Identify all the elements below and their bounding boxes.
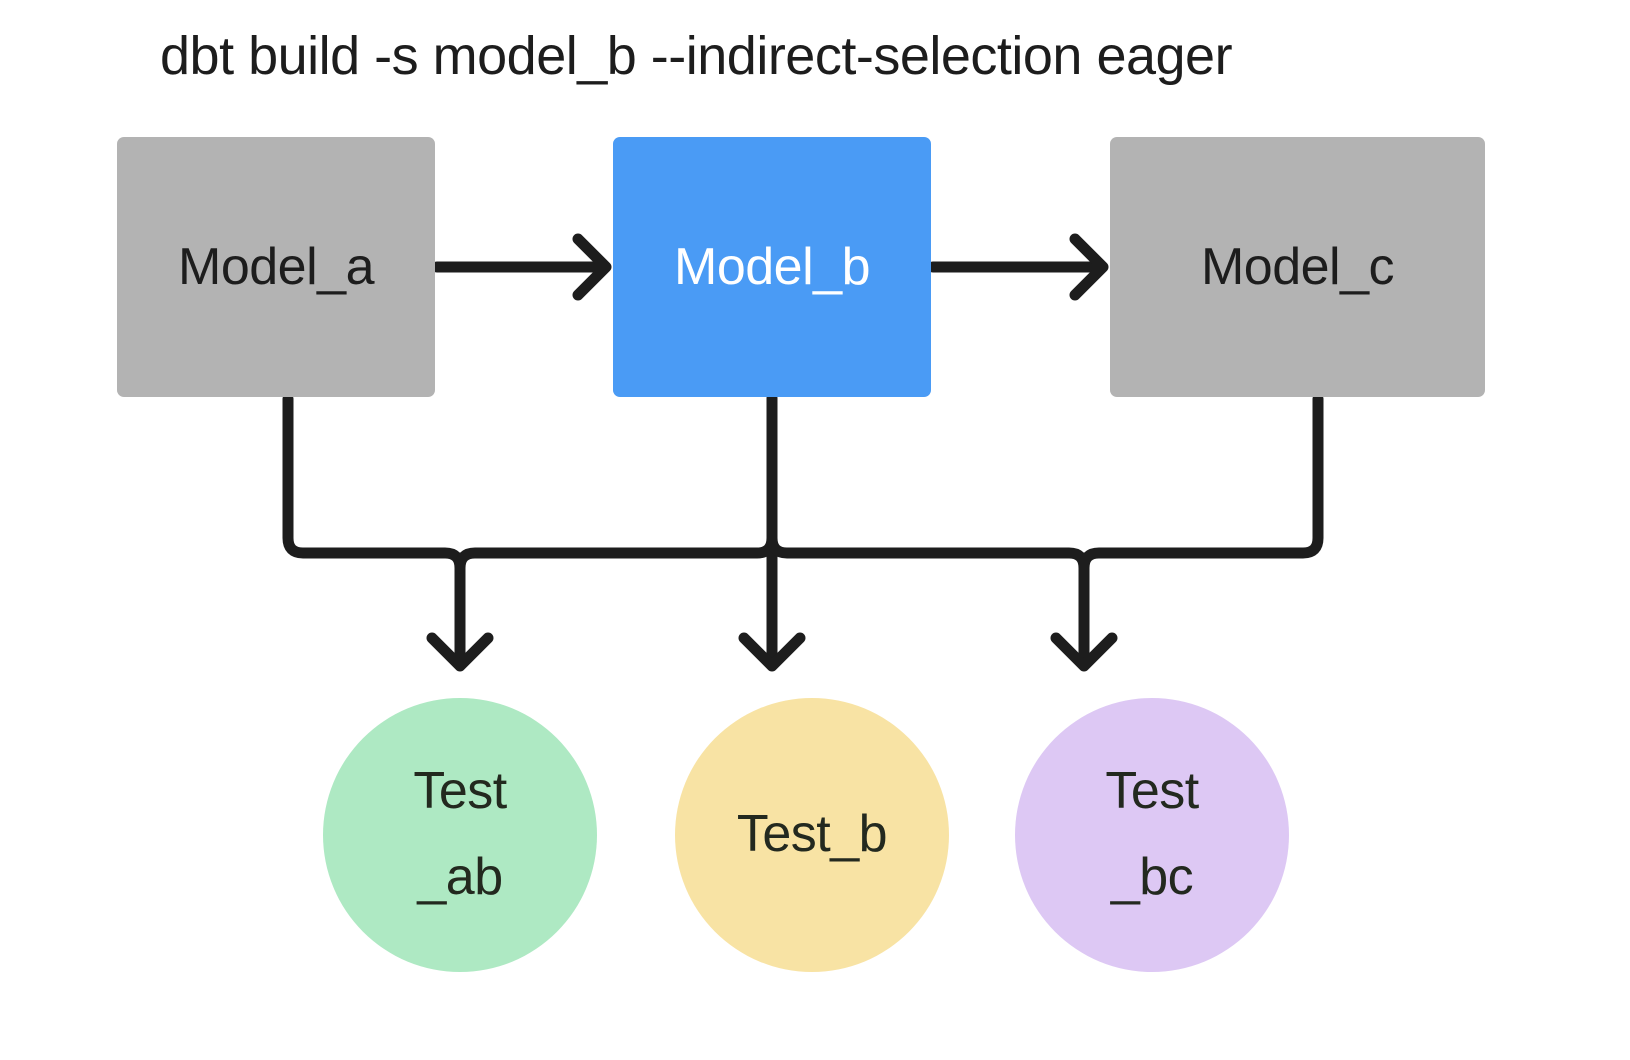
node-model-a-label: Model_a xyxy=(178,238,374,296)
edge-model-a-to-test-ab xyxy=(282,393,466,670)
edge-model-c-to-test-bc xyxy=(1078,393,1324,670)
diagram-title: dbt build -s model_b --indirect-selectio… xyxy=(160,26,1233,86)
node-test-bc-label: Test _bc xyxy=(1105,762,1199,906)
node-model-b[interactable]: Model_b xyxy=(613,137,931,397)
edge-model-b-to-model-c xyxy=(927,233,1109,301)
arrowhead-test-ab xyxy=(426,632,494,672)
edge-model-b-to-test-bc xyxy=(766,393,1090,574)
node-model-c[interactable]: Model_c xyxy=(1110,137,1485,397)
node-model-c-label: Model_c xyxy=(1200,238,1395,296)
node-test-b[interactable]: Test_b xyxy=(675,698,949,972)
arrowhead-test-bc xyxy=(1050,632,1118,672)
node-model-a[interactable]: Model_a xyxy=(117,137,435,397)
arrowhead-test-b xyxy=(738,632,806,672)
node-test-bc[interactable]: Test _bc xyxy=(1015,698,1289,972)
edge-model-b-to-test-ab xyxy=(454,393,778,574)
node-test-ab-label: Test _ab xyxy=(413,762,507,906)
node-test-ab[interactable]: Test _ab xyxy=(323,698,597,972)
node-model-b-label: Model_b xyxy=(674,238,870,296)
node-test-b-label: Test_b xyxy=(736,805,888,864)
